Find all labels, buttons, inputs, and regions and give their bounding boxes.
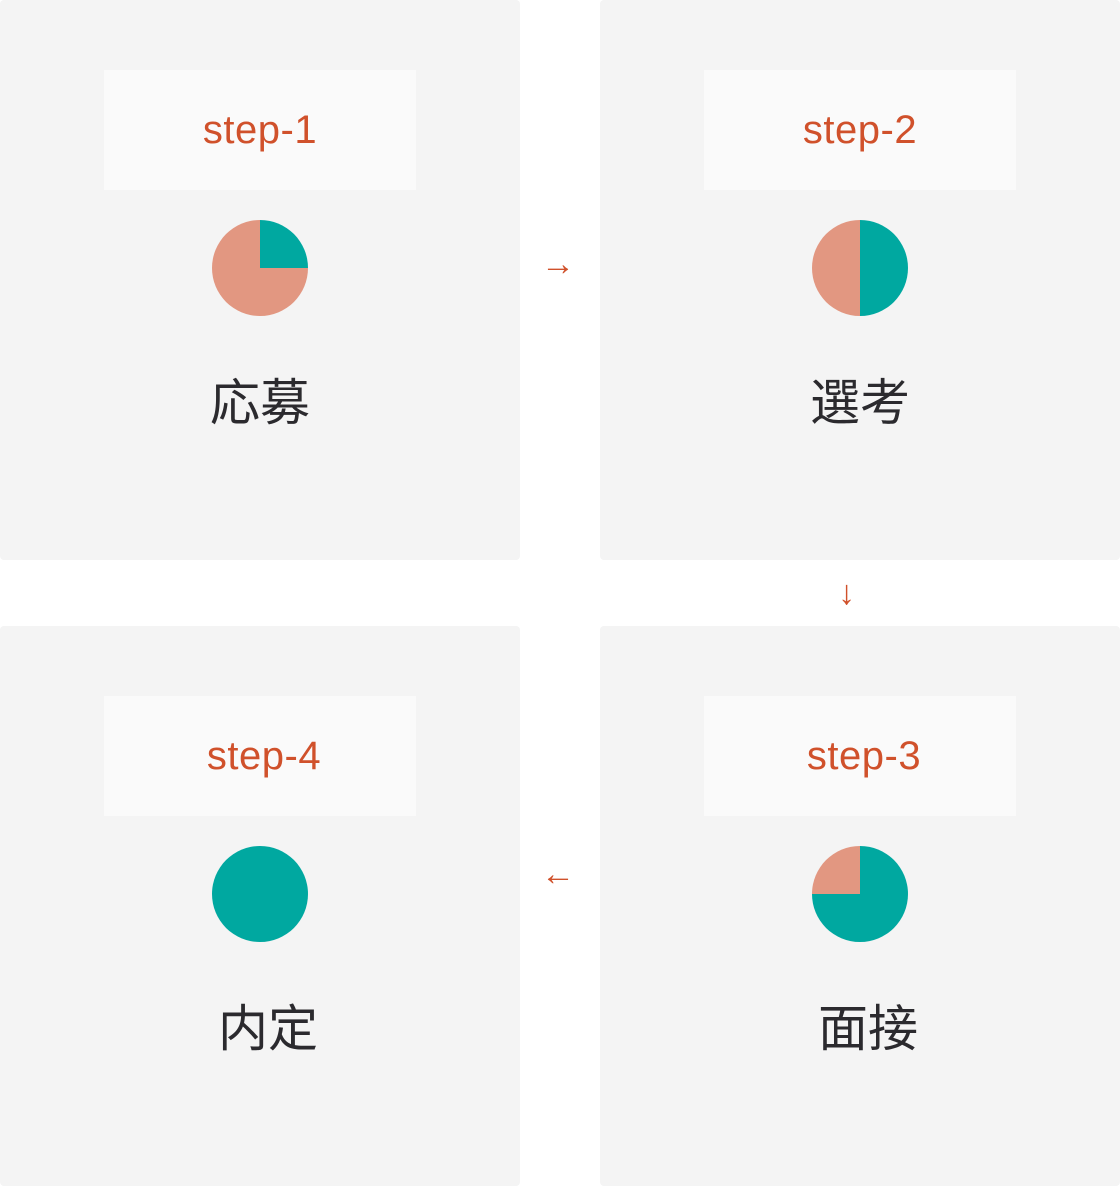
step-label: step-2 — [802, 108, 918, 152]
progress-pie-icon — [812, 846, 908, 942]
step-card-3: step-3 面接 — [600, 626, 1120, 1186]
step-label: step-3 — [806, 734, 922, 778]
arrow-down-icon: ↓ — [838, 574, 855, 612]
step-label-box: step-1 — [104, 70, 416, 190]
progress-pie-icon — [212, 220, 308, 316]
step-name: 応募 — [210, 374, 310, 432]
step-label: step-4 — [206, 734, 322, 778]
step-name: 内定 — [218, 1000, 318, 1058]
step-label-box: step-2 — [704, 70, 1016, 190]
step-card-4: step-4 内定 — [0, 626, 520, 1186]
step-label-box: step-3 — [704, 696, 1016, 816]
step-card-2: step-2 選考 — [600, 0, 1120, 560]
step-label-box: step-4 — [104, 696, 416, 816]
arrow-right-icon: → — [541, 245, 575, 283]
step-card-1: step-1 応募 — [0, 0, 520, 560]
progress-pie-icon — [212, 846, 308, 942]
progress-pie-icon — [812, 220, 908, 316]
step-name: 選考 — [810, 374, 910, 432]
step-label: step-1 — [202, 108, 318, 152]
arrow-left-icon: ← — [541, 855, 575, 893]
step-name: 面接 — [818, 1000, 918, 1058]
